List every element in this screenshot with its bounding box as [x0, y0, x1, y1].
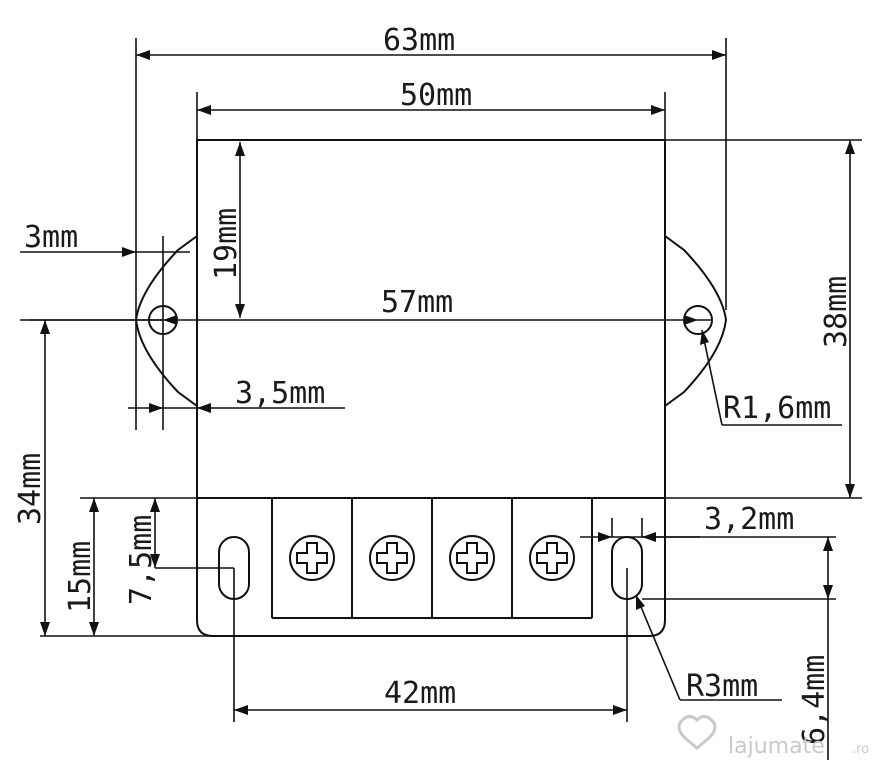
dim-body-width: 50mm: [400, 78, 472, 113]
watermark-suffix: .ro: [852, 742, 869, 757]
dim-slot-width: 3,2mm: [704, 502, 794, 537]
dim-body-height: 38mm: [819, 276, 854, 348]
dim-slot-spacing: 42mm: [384, 676, 456, 711]
dim-tab-offset: 3mm: [24, 220, 78, 255]
dim-slot-length: 6,4mm: [797, 655, 832, 745]
screws-group: [289, 535, 575, 581]
dim-slot-center: 7,5mm: [124, 515, 159, 605]
dim-total-height: 34mm: [13, 453, 48, 525]
terminal-base: [196, 497, 666, 637]
watermark: lajumate .ro: [677, 714, 869, 759]
dim-terminal-height: 15mm: [63, 541, 98, 613]
arrowheads: [40, 50, 855, 715]
right-mount-tab: [664, 235, 728, 407]
watermark-brand: lajumate: [728, 734, 825, 759]
dim-body-to-hole: 3,5mm: [235, 376, 325, 411]
dim-radius-hole: R1,6mm: [723, 391, 831, 426]
dim-overall-width: 63mm: [383, 23, 455, 58]
terminal-screw: [449, 535, 495, 581]
heart-icon: [677, 714, 717, 750]
dim-hole-spacing: 57mm: [381, 285, 453, 320]
dim-radius-slot: R3mm: [686, 669, 758, 704]
terminal-screw: [369, 535, 415, 581]
dim-hole-height: 19mm: [209, 208, 244, 280]
terminal-screw: [529, 535, 575, 581]
terminal-screw: [289, 535, 335, 581]
